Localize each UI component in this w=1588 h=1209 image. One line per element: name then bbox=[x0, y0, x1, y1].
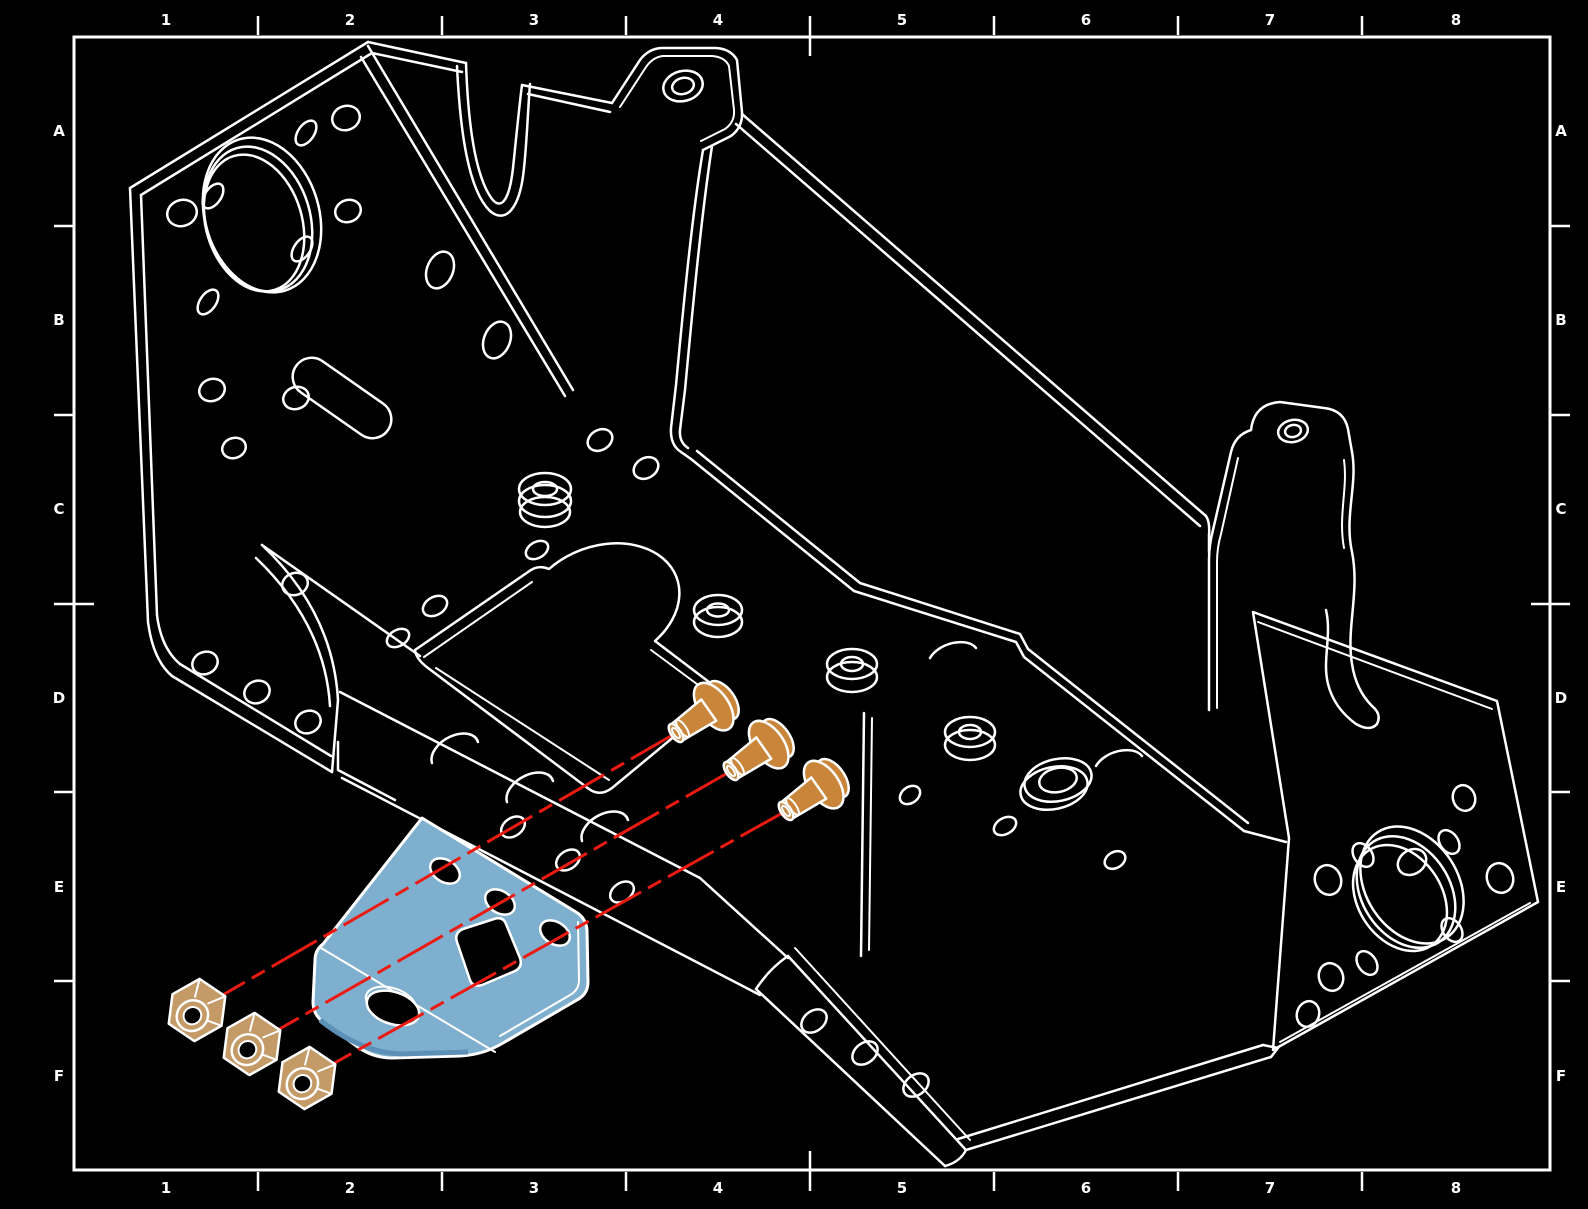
nut-3 bbox=[277, 1045, 337, 1111]
grid-col-label-top-5: 5 bbox=[896, 11, 908, 29]
grid-row-label-right-D: D bbox=[1554, 689, 1568, 707]
grid-col-label-bottom-7: 7 bbox=[1264, 1179, 1276, 1197]
grid-col-label-top-2: 2 bbox=[344, 11, 356, 29]
grid-row-label-right-C: C bbox=[1555, 500, 1567, 518]
sheet-border bbox=[54, 16, 1570, 1191]
grid-col-label-bottom-5: 5 bbox=[896, 1179, 908, 1197]
grid-col-label-top-3: 3 bbox=[528, 11, 540, 29]
grid-col-label-bottom-2: 2 bbox=[344, 1179, 356, 1197]
grid-row-label-left-D: D bbox=[52, 689, 66, 707]
grid-row-label-right-A: A bbox=[1555, 122, 1567, 140]
grid-row-label-right-E: E bbox=[1555, 878, 1567, 896]
grid-col-label-bottom-3: 3 bbox=[528, 1179, 540, 1197]
grid-row-label-right-F: F bbox=[1555, 1067, 1567, 1085]
grid-col-label-top-7: 7 bbox=[1264, 11, 1276, 29]
grid-col-label-bottom-6: 6 bbox=[1080, 1179, 1092, 1197]
grid-col-label-top-4: 4 bbox=[712, 11, 724, 29]
grid-row-label-right-B: B bbox=[1555, 311, 1567, 329]
nut-1 bbox=[167, 977, 227, 1043]
screw-1 bbox=[667, 679, 740, 744]
grid-col-label-bottom-8: 8 bbox=[1450, 1179, 1462, 1197]
angle-bracket bbox=[311, 816, 590, 1060]
nut-2 bbox=[222, 1011, 282, 1077]
screw-3 bbox=[777, 757, 850, 822]
grid-col-label-top-6: 6 bbox=[1080, 11, 1092, 29]
assembly-centerlines bbox=[220, 731, 787, 1067]
grid-row-label-left-E: E bbox=[53, 878, 65, 896]
grid-row-label-left-F: F bbox=[53, 1067, 65, 1085]
grid-row-label-left-A: A bbox=[53, 122, 65, 140]
grid-row-label-left-C: C bbox=[53, 500, 65, 518]
grid-col-label-top-8: 8 bbox=[1450, 11, 1462, 29]
grid-col-label-top-1: 1 bbox=[160, 11, 172, 29]
grid-col-label-bottom-4: 4 bbox=[712, 1179, 724, 1197]
chassis-frame-art bbox=[128, 40, 1540, 1168]
grid-col-label-bottom-1: 1 bbox=[160, 1179, 172, 1197]
grid-row-label-left-B: B bbox=[53, 311, 65, 329]
screw-2 bbox=[722, 717, 795, 782]
